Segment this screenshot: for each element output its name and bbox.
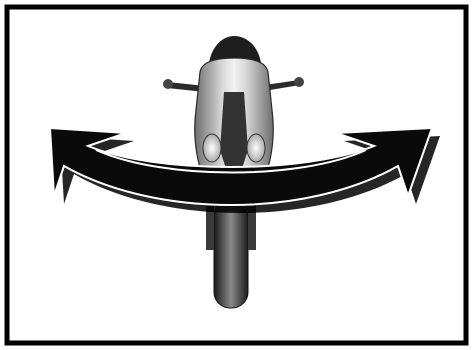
fork-right [248, 180, 256, 250]
center-panel [220, 92, 248, 175]
arrow-body [48, 126, 434, 206]
arrow-highlight [95, 149, 367, 174]
mirror-left-icon [163, 79, 173, 89]
fork-left [206, 180, 214, 250]
bidirectional-curved-arrow [48, 126, 440, 213]
headlight-left-icon [202, 133, 222, 163]
front-tire [213, 199, 249, 309]
mirror-right-icon [294, 77, 304, 87]
headlight-right-icon [246, 133, 266, 163]
